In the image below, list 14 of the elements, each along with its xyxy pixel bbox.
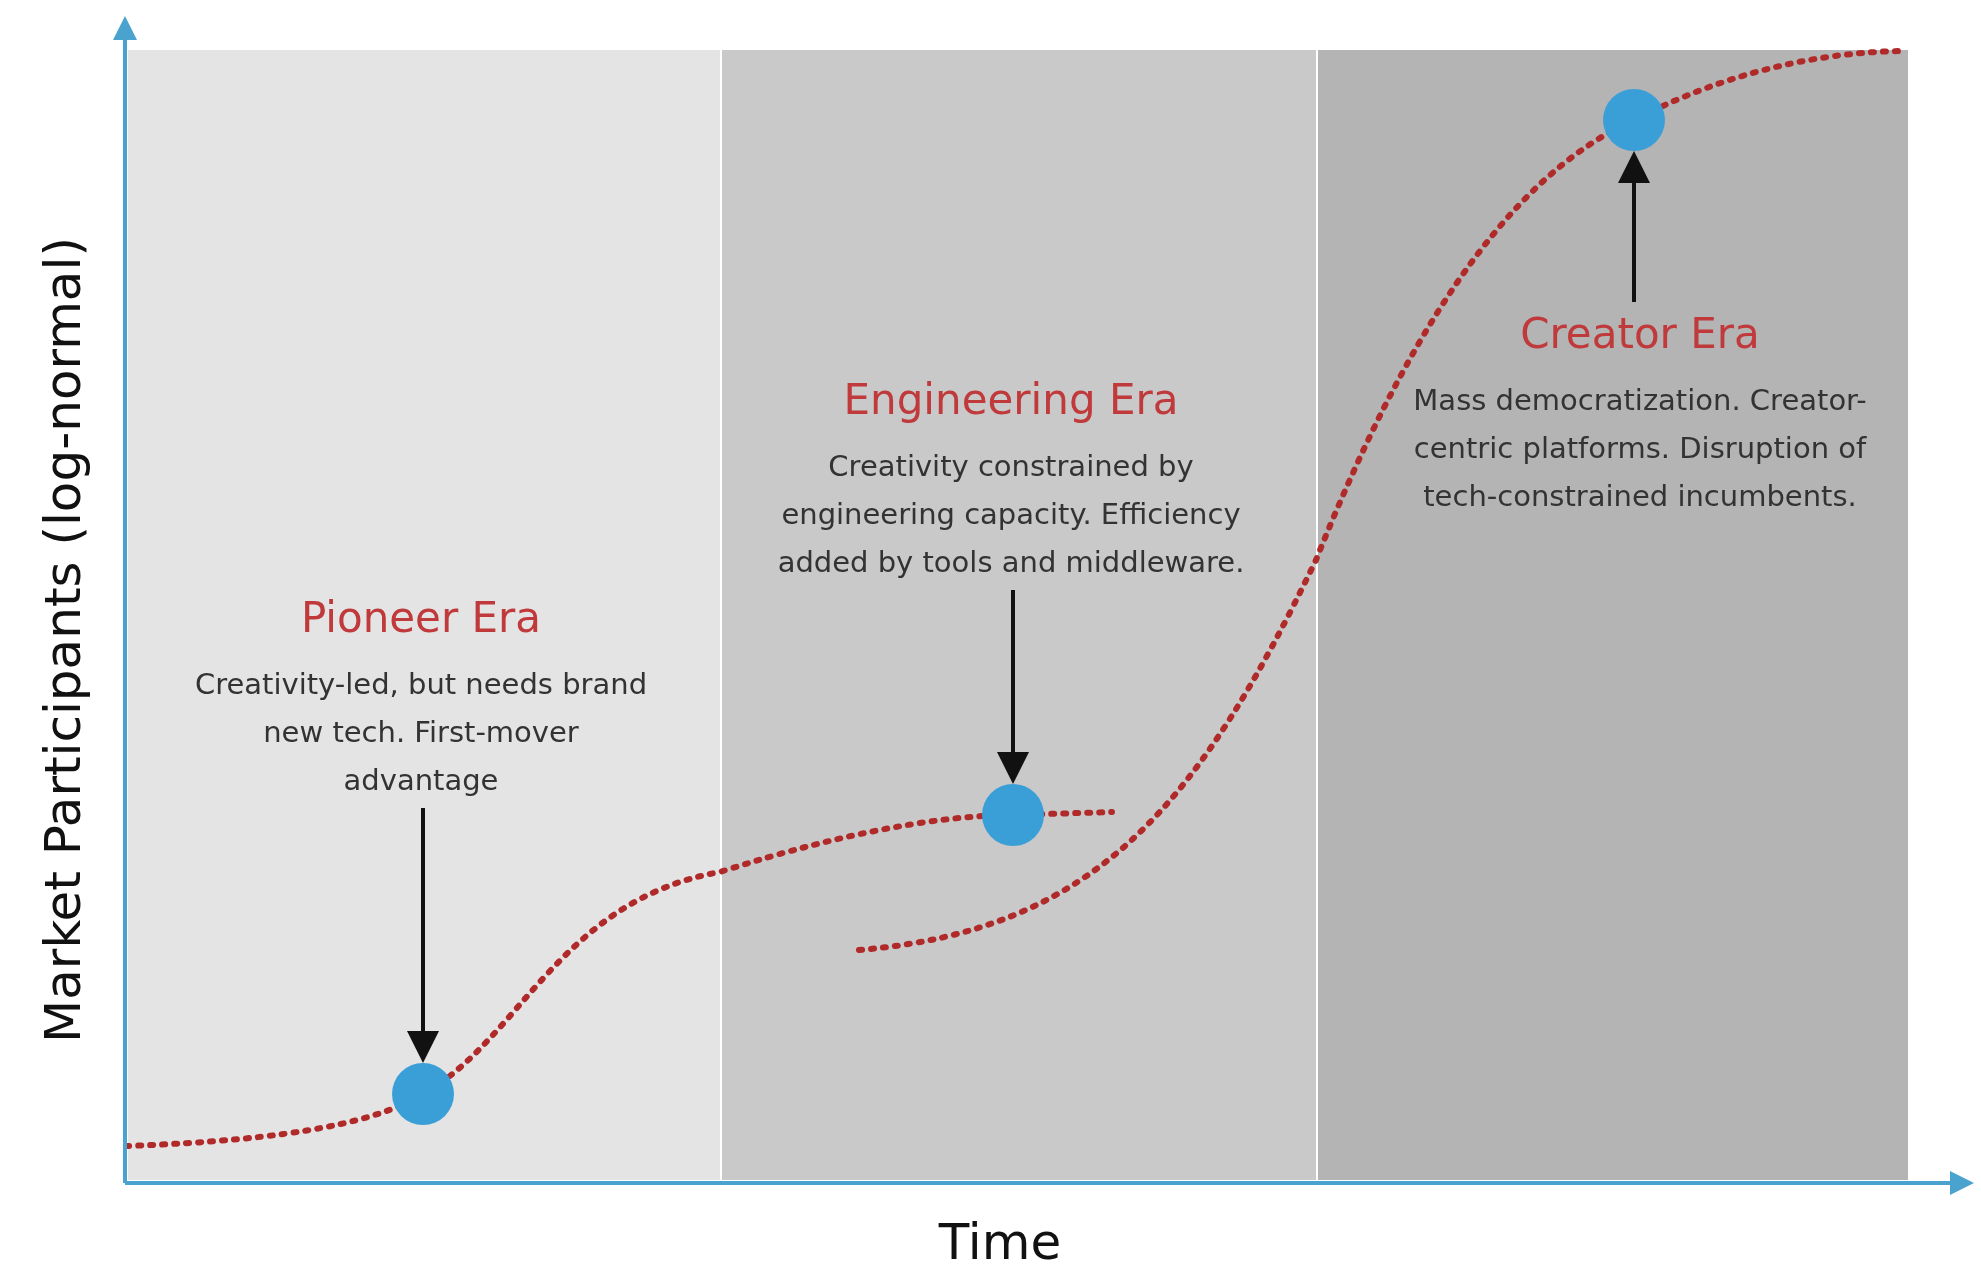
era-description: Creativity constrained by engineering capacity. Efficiency added by tools and middleware. (776, 448, 1246, 581)
axis-title: Time (938, 1213, 1062, 1271)
arrow (407, 808, 439, 1063)
era-description: Creativity-led, but needs brand new tech. First-mover advantage (193, 666, 649, 799)
era-heading: Engineering Era (842, 374, 1180, 426)
era-band (1318, 50, 1908, 1180)
era-band (722, 50, 1316, 1180)
era-heading: Pioneer Era (299, 592, 543, 644)
arrow (997, 590, 1029, 784)
era-description: Mass democratization. Creator-centric platforms. Disruption of tech-constrained incumbents. (1412, 382, 1868, 515)
era-band (128, 50, 720, 1180)
era-heading: Creator Era (1519, 308, 1761, 360)
arrow (1618, 151, 1650, 302)
axis-title: Market Participants (log-normal) (34, 237, 92, 1043)
